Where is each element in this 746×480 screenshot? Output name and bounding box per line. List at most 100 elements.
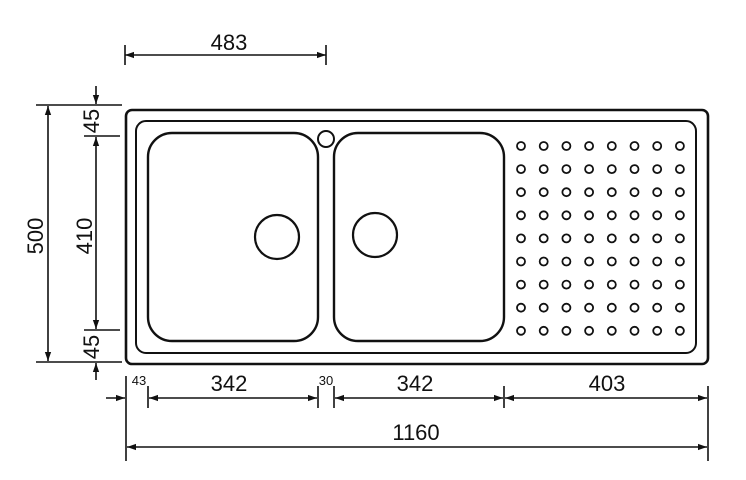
drainer-dot (629, 233, 640, 244)
drainer-dot (516, 187, 526, 198)
dim-divider-width-label: 30 (319, 373, 333, 388)
drainer-dot (584, 141, 594, 151)
drainer-dot (516, 210, 526, 221)
dim-overall-depth: 500 (23, 104, 122, 363)
drainer-dot (675, 164, 685, 175)
drainer-dot (675, 210, 685, 221)
drainer-dot (516, 164, 526, 175)
drainer-dot (652, 164, 663, 175)
dim-bowl-depth: 410 (72, 135, 120, 331)
dim-rim-top-label: 45 (79, 109, 104, 133)
drainer-dot (606, 233, 617, 244)
drainer-dot-grid (516, 141, 685, 336)
drainer-dot (675, 279, 685, 290)
dim-bowl-1-width: 342 (149, 371, 317, 402)
sink-outer-outline (124, 108, 710, 366)
tap-hole (317, 130, 335, 148)
drainer-dot (561, 210, 572, 221)
drainer-dot (516, 256, 526, 267)
drainer-dot (675, 256, 685, 267)
drainer-dot (516, 325, 526, 336)
dim-tap-offset: 483 (124, 30, 327, 65)
drainer-dot (629, 187, 640, 198)
bowl-left (146, 131, 320, 343)
drainer-dot (652, 279, 663, 290)
dim-bowl-2-width: 342 (335, 371, 503, 402)
dim-rim-bottom-label: 45 (79, 335, 104, 359)
drain-right (351, 211, 399, 259)
drainer-dot (629, 325, 640, 336)
drainer-dot (584, 302, 594, 313)
bowl-right (332, 131, 506, 343)
drainer-dot (675, 187, 685, 198)
drainer-dot (538, 256, 549, 267)
drain-left (253, 213, 301, 261)
drainer-dot (516, 141, 526, 151)
drainer-dot (606, 325, 617, 336)
dim-tap-offset-label: 483 (211, 30, 248, 55)
drainer-dot (606, 279, 617, 290)
drainer-dot (538, 325, 549, 336)
sink-inner-outline (135, 120, 697, 354)
drainer-dot (561, 256, 572, 267)
drainer-dot (561, 187, 572, 198)
drainer-dot (606, 256, 617, 267)
drainer-dot (652, 233, 663, 244)
drainer-dot (675, 141, 685, 151)
drainer-dot (561, 141, 572, 151)
dim-divider-width: 30 (319, 373, 333, 388)
dim-overall-depth-label: 500 (23, 218, 48, 255)
drainer-dot (606, 187, 617, 198)
drainer-dot (675, 325, 685, 336)
dim-bowl-1-width-label: 342 (211, 371, 248, 396)
dim-drainer-width-label: 403 (589, 371, 626, 396)
drainer-dot (629, 279, 640, 290)
drainer-dot (561, 233, 572, 244)
drainer-dot (629, 141, 640, 151)
drainer-dot (561, 164, 572, 175)
drainer-dot (606, 302, 617, 313)
drainer-dot (652, 141, 663, 151)
dim-rim-bottom: 45 (79, 335, 104, 380)
dim-drainer-width: 403 (505, 371, 707, 402)
drainer-dot (652, 210, 663, 221)
dim-overall-width: 1160 (127, 420, 707, 451)
bottom-extension-lines (125, 376, 709, 461)
drainer-dot (675, 302, 685, 313)
drainer-dot (652, 325, 663, 336)
drainer-dot (538, 164, 549, 175)
drainer-dot (538, 210, 549, 221)
drainer-dot (652, 302, 663, 313)
drainer-dot (584, 187, 594, 198)
drainer-dot (606, 210, 617, 221)
drainer-dot (538, 187, 549, 198)
drainer-dot (584, 279, 594, 290)
drainer-dot (538, 141, 549, 151)
drainer-dot (516, 233, 526, 244)
drainer-dot (584, 256, 594, 267)
dim-overall-width-label: 1160 (392, 420, 439, 445)
drainer-dot (606, 141, 617, 151)
dim-left-margin: 43 (106, 373, 146, 402)
dim-bowl-2-width-label: 342 (397, 371, 434, 396)
drainer-dot (516, 302, 526, 313)
drainer-dot (584, 164, 594, 175)
drainer-dot (584, 325, 594, 336)
drainer-dot (538, 233, 549, 244)
drainer-dot (538, 279, 549, 290)
dim-left-margin-label: 43 (132, 373, 146, 388)
drainer-dot (561, 302, 572, 313)
dim-rim-top: 45 (79, 86, 104, 133)
drainer-dot (538, 302, 549, 313)
drainer-dot (606, 164, 617, 175)
drainer-dot (561, 325, 572, 336)
dim-bowl-depth-label: 410 (72, 218, 97, 255)
drainer-dot (652, 187, 663, 198)
drainer-dot (629, 302, 640, 313)
drainer-dot (584, 233, 594, 244)
drainer-dot (584, 210, 594, 221)
drainer-dot (561, 279, 572, 290)
drainer-dot (516, 279, 526, 290)
